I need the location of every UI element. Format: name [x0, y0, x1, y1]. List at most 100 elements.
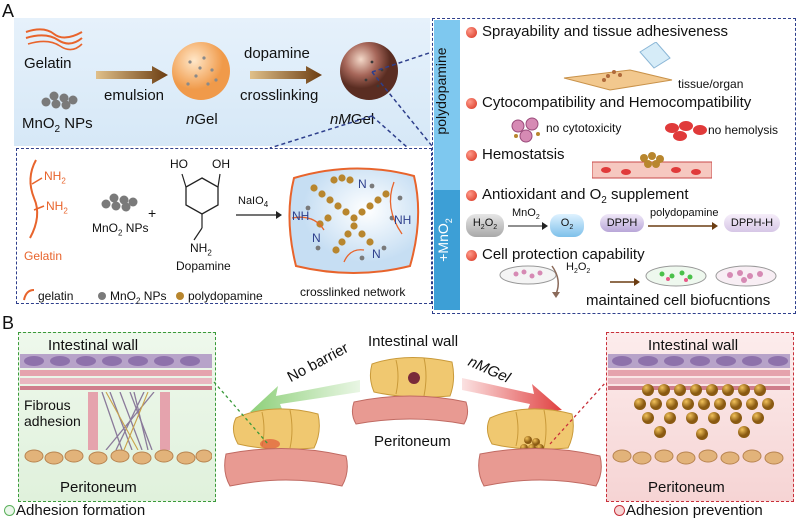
no-barrier-arrow-icon — [250, 380, 360, 414]
ngel-sphere-icon — [172, 42, 230, 100]
petri-dish-3-icon — [715, 265, 777, 287]
dopamine-label: dopamine — [244, 45, 310, 62]
polydopamine-band-label: polydopamine — [433, 47, 449, 135]
feature-sprayability: Sprayability and tissue adhesiveness — [482, 23, 728, 40]
gelatin-strands-icon — [25, 28, 83, 51]
left-zoom-line — [213, 381, 269, 445]
bullet-4-icon — [466, 190, 477, 201]
panel-b-label: B — [2, 313, 15, 333]
reaction-box — [16, 148, 432, 304]
right-peritoneum-cells-icon — [612, 449, 784, 465]
fibrous-adhesion-icon — [88, 392, 170, 450]
mno2-band — [434, 190, 460, 310]
legend-mno2-dot-icon — [98, 292, 106, 300]
features-box — [432, 18, 796, 314]
left-intestinal-wall-label: Intestinal wall — [48, 337, 139, 354]
h2o2-cell-label: H2O2 — [566, 261, 591, 276]
emulsion-label: emulsion — [104, 87, 165, 104]
ho-label: HO — [170, 157, 188, 171]
right-peritoneum-label: Peritoneum — [648, 479, 725, 496]
cell-arrow-icon — [610, 278, 640, 286]
h2o2-pill: H2O2 — [466, 214, 504, 238]
fibrous-label: Fibrous — [24, 397, 71, 413]
right-organ-scene-icon — [478, 408, 602, 487]
spray-tissue-icon — [563, 42, 673, 91]
emulsion-arrow-icon — [96, 66, 168, 84]
bullet-5-icon — [466, 250, 477, 261]
legend-mno2: MnO2 NPs — [110, 289, 167, 306]
feature-hemostasis: Hemostatsis — [482, 146, 565, 163]
center-peritoneum-icon — [351, 395, 469, 425]
left-organ-scene-icon — [224, 408, 348, 487]
right-intestinal-wall-label: Intestinal wall — [648, 337, 739, 354]
tissue-organ-label: tissue/organ — [678, 77, 744, 91]
nh2-a: NH2 — [44, 169, 66, 186]
polydopamine-arrow-label: polydopamine — [650, 207, 719, 219]
bullet-2-icon — [466, 98, 477, 109]
nmgel-arrow-icon — [462, 378, 562, 414]
mno2-nps-cluster-icon — [41, 91, 78, 110]
cells-icon — [511, 117, 540, 143]
center-peritoneum-label: Peritoneum — [374, 433, 451, 450]
green-dot-icon — [4, 505, 15, 516]
blood-vessel-icon — [592, 152, 712, 179]
oh-label: OH — [212, 157, 230, 171]
bullet-3-icon — [466, 150, 477, 161]
adhesion-prevention-label: Adhesion prevention — [626, 502, 763, 519]
legend-gelatin: gelatin — [38, 289, 74, 303]
bullet-1-icon — [466, 27, 477, 38]
right-zoom-line — [549, 381, 607, 445]
mno2-band-label: +MnO2 — [435, 218, 454, 262]
network-n-3: N — [372, 247, 381, 261]
network-n-1: N — [312, 231, 321, 245]
dopamine-reaction-label: Dopamine — [176, 259, 231, 273]
left-peritoneum-cells-icon — [24, 449, 212, 465]
feature-cytocompatibility: Cytocompatibility and Hemocompatibility — [482, 94, 752, 111]
petri-dish-2-icon — [645, 265, 707, 287]
crosslinked-network-label: crosslinked network — [300, 285, 406, 299]
gelatin-reaction-label: Gelatin — [24, 249, 63, 263]
left-peritoneum-label: Peritoneum — [60, 479, 137, 496]
network-nh-1: NH — [292, 209, 310, 223]
network-nh-2: NH — [394, 213, 412, 227]
nmgel-particles-barrier-icon — [634, 384, 774, 440]
legend-polydopamine: polydopamine — [188, 289, 263, 303]
ngel-label: nGel — [186, 111, 218, 128]
legend-polydopamine-dot-icon — [176, 292, 184, 300]
crosslinking-arrow-icon — [250, 66, 322, 84]
nh2-b: NH2 — [46, 199, 68, 216]
mno2-reaction-cluster-icon — [101, 193, 138, 212]
red-dot-icon — [614, 505, 625, 516]
maintained-cell-label: maintained cell biofucntions — [586, 292, 771, 309]
petri-dish-1-icon — [499, 265, 557, 285]
panel-a-label: A — [2, 1, 15, 21]
dopamine-nh2: NH2 — [190, 241, 212, 258]
naio4-arrow-icon — [236, 211, 282, 219]
crosslinked-network-icon — [288, 167, 420, 274]
mno2-reaction-label: MnO2 NPs — [92, 221, 149, 238]
dpph-pill: DPPH — [600, 214, 644, 232]
gelatin-chain-icon — [29, 159, 45, 239]
red-blood-cells-icon — [665, 121, 707, 141]
left-intestinal-tissue-icon — [20, 354, 212, 390]
network-n-2: N — [358, 177, 367, 191]
adhesion-formation-label: Adhesion formation — [16, 502, 146, 519]
crosslinking-label: crosslinking — [240, 87, 319, 104]
no-hemolysis-label: no hemolysis — [708, 123, 779, 137]
curved-arrow-icon — [551, 265, 560, 298]
naio4-label: NaIO4 — [238, 195, 269, 210]
feature-cell-protection: Cell protection capability — [482, 246, 645, 263]
plus-sign: + — [148, 205, 157, 221]
polydopamine-band — [434, 20, 460, 190]
adhesion-label: adhesion — [24, 413, 81, 429]
mno2-arrow-icon — [508, 222, 548, 230]
no-cytotoxicity-label: no cytotoxicity — [546, 121, 622, 135]
mno2-nps-label: MnO2 NPs — [22, 115, 93, 135]
legend-gelatin-icon — [23, 289, 35, 301]
o2-pill: O2 — [550, 214, 584, 238]
dpph-h-pill: DPPH-H — [724, 214, 780, 232]
center-intestine-icon — [369, 357, 455, 398]
feature-antioxidant: Antioxidant and O2 supplement — [482, 186, 689, 206]
polydopamine-arrow-icon — [648, 222, 718, 230]
